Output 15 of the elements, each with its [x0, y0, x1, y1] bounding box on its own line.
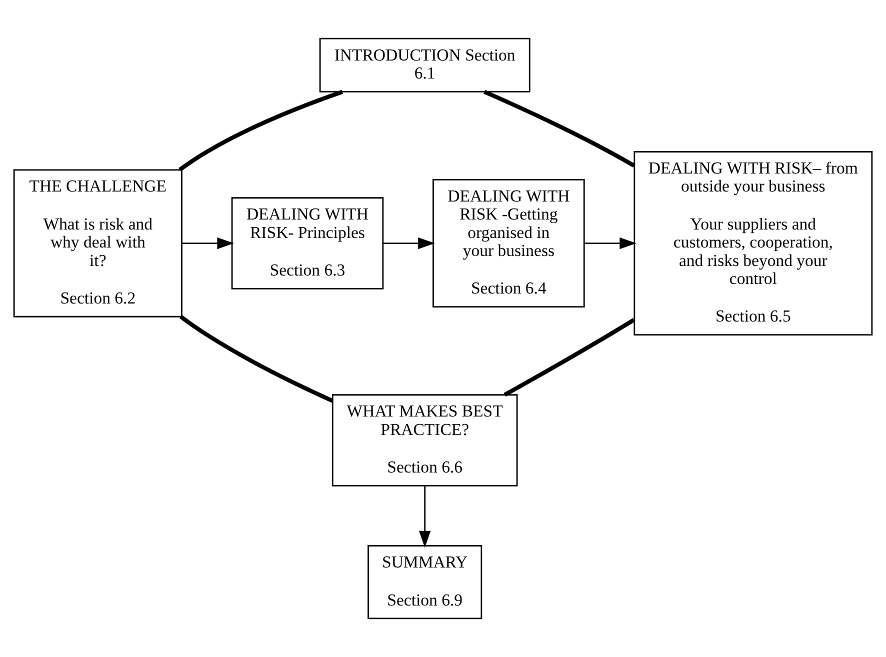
arrow: [418, 486, 431, 548]
node-box: SUMMARY Section 6.9: [368, 545, 482, 620]
node-box: DEALING WITH RISK -Getting organised in your business Section 6.4: [432, 179, 585, 308]
arrow: [182, 237, 234, 250]
node-box: WHAT MAKES BEST PRACTICE? Section 6.6: [332, 394, 518, 486]
connector: [178, 90, 343, 172]
node-box: DEALING WITH RISK- Principles Section 6.3: [231, 197, 384, 290]
arrow: [383, 237, 435, 250]
node-box: THE CHALLENGE What is risk and why deal with it? Section 6.2: [13, 169, 182, 318]
node-box: DEALING WITH RISK– from outside your business Your suppliers and customers, cooperation, and risks beyond your control Section 6.5: [634, 151, 873, 336]
connector: [504, 318, 636, 397]
connector: [483, 90, 636, 168]
node-box: INTRODUCTION Section 6.1: [319, 38, 530, 92]
arrow: [584, 237, 636, 250]
connector: [180, 315, 334, 403]
